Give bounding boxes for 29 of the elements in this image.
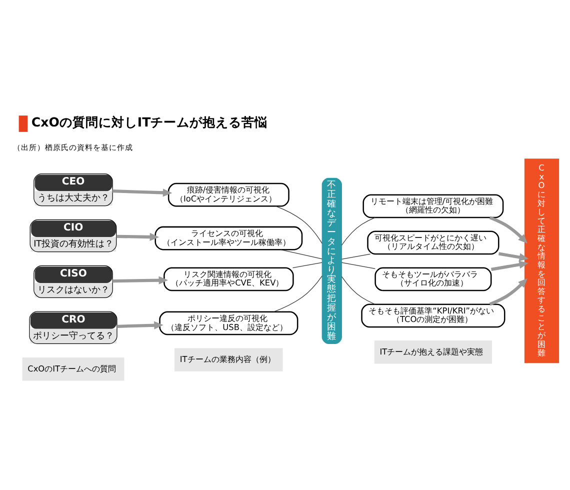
- arrow: [116, 320, 164, 329]
- connector: [341, 253, 371, 260]
- node-box: リスク関連情報の可視化 （パッチ適用率やCVE、KEV）: [164, 266, 294, 291]
- arrow: [490, 260, 528, 270]
- diagram-title: CxOの質問に対しITチームが抱える苦悩: [31, 114, 268, 129]
- node-box: CxOのITチームへの質問: [22, 357, 124, 380]
- arrow: [116, 232, 160, 241]
- arrow: [112, 188, 172, 196]
- node-box: 不正確なデータにより実態把握が困難: [322, 177, 342, 344]
- node-box: 可視化スピードがとにかく遅い （リアルタイム性の欠如）: [367, 230, 500, 254]
- node-box: ITチームが抱える課題や実態: [374, 340, 492, 364]
- node-box: ライセンスの可視化 （インストール率やツール稼働率）: [154, 226, 303, 250]
- arrow: [489, 216, 528, 244]
- connector: [280, 248, 322, 259]
- connector: [276, 205, 322, 244]
- connector: [341, 276, 376, 304]
- node-box: リモート端末は管理/可視化が困難 （網羅性の欠如）: [362, 194, 504, 218]
- connector: [273, 275, 322, 312]
- node-box: そもそもツールがバラバラ （サイロ化の加速）: [374, 266, 492, 291]
- connector: [341, 216, 376, 246]
- connector: [341, 262, 376, 269]
- arrow: [498, 252, 529, 261]
- node-box: CxOに対して正確な情報を回答することが困難: [524, 158, 560, 363]
- connector: [292, 262, 322, 268]
- node-box: ITチームの業務内容（例）: [174, 348, 283, 371]
- node-box: そもそも評価基準“KPI/KRI”がない （TCOの測定が困難）: [361, 303, 506, 328]
- arrow: [112, 276, 168, 284]
- node-box: 痕跡/侵害情報の可視化 （IoCやインテリジェンス）: [168, 182, 290, 206]
- node-box: ポリシー違反の可視化 （違反ソフト、USB、設定など）: [159, 310, 298, 335]
